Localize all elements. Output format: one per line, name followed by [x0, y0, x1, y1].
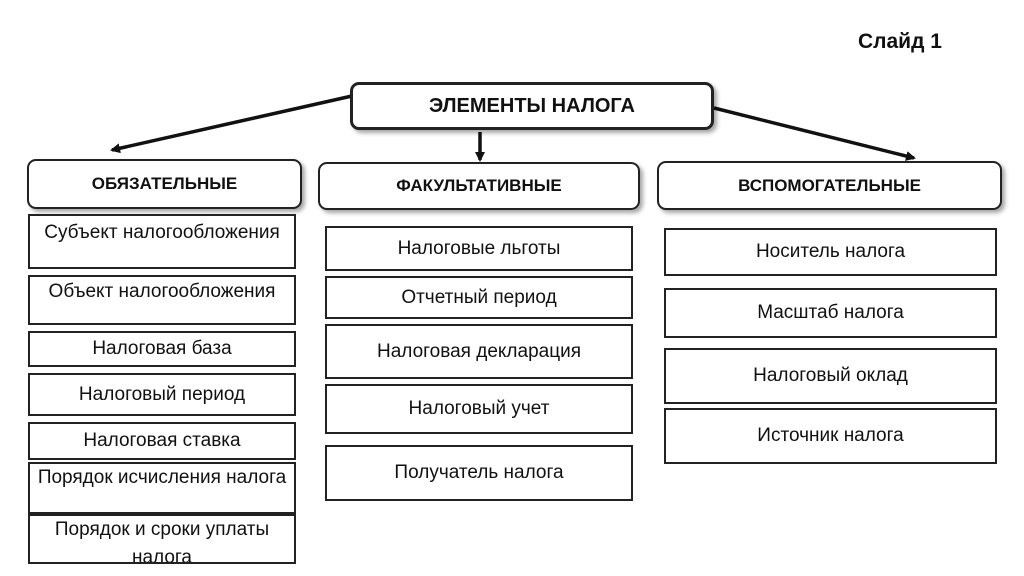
auxiliary-item: Масштаб налога [664, 288, 997, 338]
mandatory-item: Порядок и сроки уплаты налога [28, 514, 296, 564]
auxiliary-item: Носитель налога [664, 228, 997, 276]
optional-item: Получатель налога [325, 445, 633, 501]
root-node: ЭЛЕМЕНТЫ НАЛОГА [350, 82, 714, 130]
category-optional: ФАКУЛЬТАТИВНЫЕ [318, 162, 640, 210]
mandatory-item: Порядок исчисления налога [28, 462, 296, 514]
arrow-to-auxiliary [713, 106, 916, 161]
mandatory-item: Объект налогообложения [28, 275, 296, 325]
slide-number: Слайд 1 [858, 30, 942, 53]
category-auxiliary: ВСПОМОГАТЕЛЬНЫЕ [657, 161, 1002, 210]
category-mandatory: ОБЯЗАТЕЛЬНЫЕ [27, 159, 302, 209]
optional-item: Отчетный период [325, 276, 633, 319]
optional-item: Налоговая декларация [325, 324, 633, 379]
mandatory-item: Налоговая ставка [28, 422, 296, 460]
arrow-to-mandatory [110, 94, 353, 154]
optional-item: Налоговые льготы [325, 226, 633, 271]
auxiliary-item: Источник налога [664, 408, 997, 464]
optional-item: Налоговый учет [325, 384, 633, 434]
mandatory-item: Налоговая база [28, 331, 296, 367]
mandatory-item: Субъект налогообложения [28, 214, 296, 269]
mandatory-item: Налоговый период [28, 373, 296, 416]
auxiliary-item: Налоговый оклад [664, 348, 997, 404]
